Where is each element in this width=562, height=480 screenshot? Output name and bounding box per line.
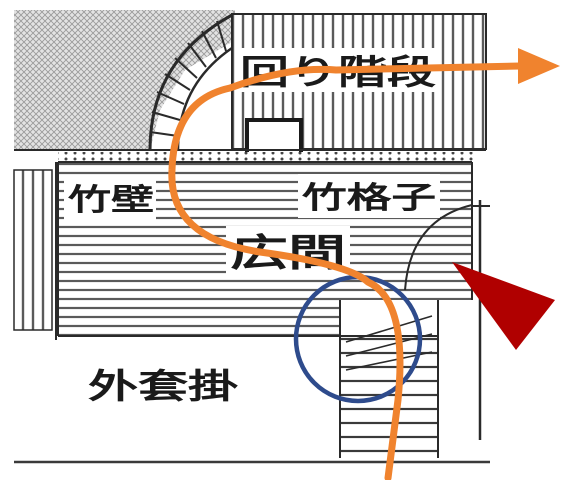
lower-stairs	[340, 336, 438, 458]
triangle-pointer-icon	[452, 262, 555, 350]
bamboo-wall-label-box	[64, 176, 156, 220]
dotted-beam	[58, 152, 478, 162]
textured-ground-area	[14, 10, 235, 150]
arrow-path-icon	[168, 48, 560, 480]
label-coat-rack: 外套掛	[88, 367, 238, 407]
left-wall-strip	[13, 169, 53, 331]
bamboo-lattice-label-box	[298, 174, 440, 218]
hall-outline	[57, 161, 472, 337]
label-bamboo-lattice: 竹格子	[302, 181, 436, 216]
label-bamboo-wall: 竹壁	[68, 183, 154, 218]
